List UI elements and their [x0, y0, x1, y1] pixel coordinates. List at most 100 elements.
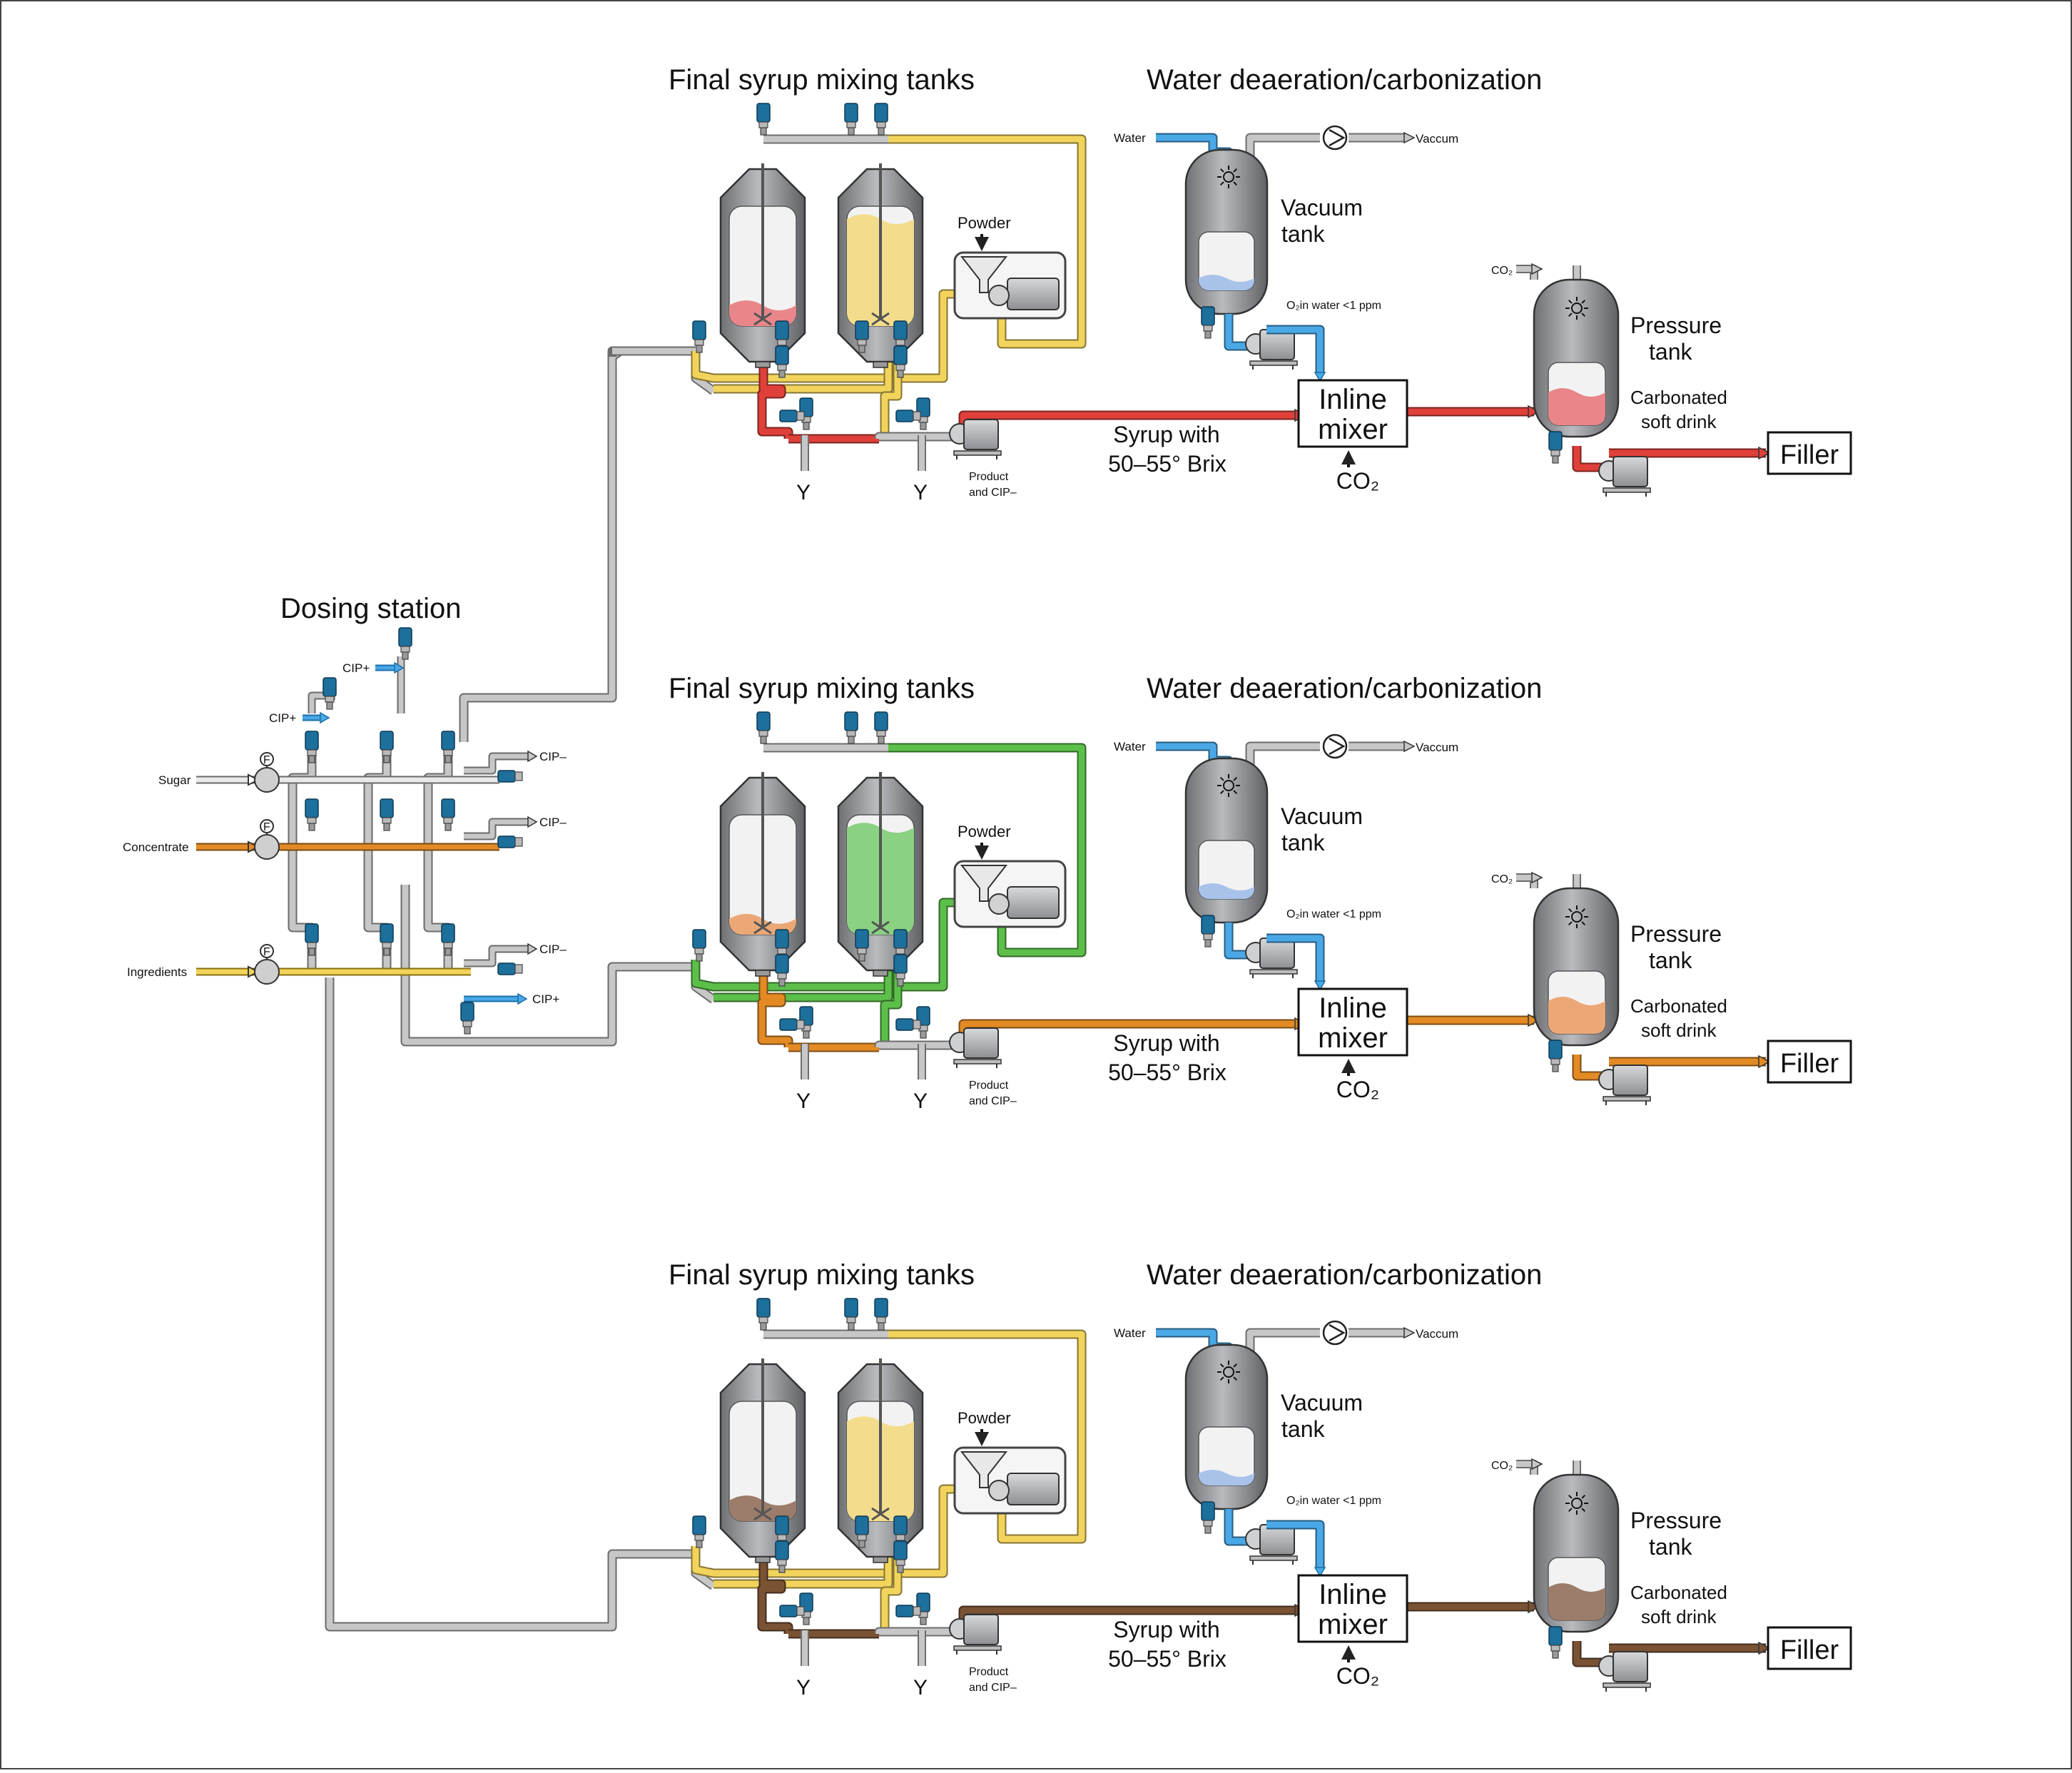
drain-symbol: Y — [796, 1676, 811, 1700]
carbonated-label: Carbonated — [1630, 387, 1727, 408]
syrup-label: 50–55° Brix — [1108, 451, 1227, 477]
water-pump — [1245, 1524, 1298, 1565]
valve-actuator — [497, 962, 523, 975]
syrup-label: 50–55° Brix — [1108, 1060, 1227, 1085]
flow-arrow — [1528, 1013, 1540, 1027]
carbonated-label: Carbonated — [1630, 1582, 1727, 1603]
concentrate-label: Concentrate — [123, 840, 189, 854]
powder-mixer — [953, 1446, 1067, 1515]
syrup-pipe-grey — [874, 1627, 956, 1637]
vaccum-label: Vaccum — [1416, 1327, 1458, 1341]
vacuum-pump-icon — [1322, 1320, 1348, 1346]
ingredients-label: Ingredients — [127, 965, 187, 979]
vacuum-tank-label: tank — [1281, 1416, 1325, 1442]
water-to-mixer-pipe — [1266, 933, 1325, 983]
carbonated-label: soft drink — [1641, 411, 1717, 432]
pressure-tank — [1533, 1473, 1620, 1633]
circuit-pipe — [691, 1484, 970, 1578]
syrup-pipe-grey — [874, 1040, 956, 1050]
pressure-tank-label: tank — [1649, 1534, 1692, 1560]
circuit-pipe — [767, 1329, 1087, 1544]
valve-actuator — [460, 1002, 474, 1035]
powder-label: Powder — [958, 1409, 1011, 1427]
drink-pipe — [1572, 1055, 1609, 1081]
valve-actuator — [398, 627, 412, 660]
valve-actuator — [497, 770, 523, 783]
flow-arrow — [1403, 740, 1416, 753]
circuit-pipe — [767, 743, 1087, 957]
flowmeters: F F F — [254, 752, 280, 985]
flowmeter-sugar: F — [254, 752, 280, 793]
product-pump — [949, 1614, 1002, 1655]
mixing-tank — [719, 772, 806, 977]
syrup-pipe-grey — [874, 432, 956, 442]
powder-label: Powder — [958, 823, 1011, 840]
drink-pipe — [1572, 446, 1609, 472]
flow-arrow — [1314, 980, 1326, 991]
product-cip-label: and CIP– — [969, 1095, 1017, 1107]
powder-label: Powder — [958, 214, 1011, 232]
inline-mixer-label: mixer — [1318, 414, 1388, 445]
water-label: Water — [1114, 131, 1146, 145]
spray-nozzle-icon — [1217, 774, 1240, 797]
filler-label: Filler — [1780, 440, 1839, 470]
vacuum-tank-label: tank — [1281, 830, 1325, 855]
powder-mixer — [953, 860, 1067, 928]
flowmeter-letter: F — [263, 946, 270, 958]
dosing-headers — [196, 776, 499, 976]
pressure-tank-label: Pressure — [1630, 1508, 1722, 1533]
vacuum-tank-label: tank — [1281, 221, 1325, 247]
inline-mixer-label: Inline — [1319, 1579, 1387, 1610]
drink-pump — [1598, 1065, 1651, 1105]
co2-label: CO₂ — [1336, 468, 1379, 494]
water-label: Water — [1114, 1326, 1146, 1340]
valve-actuator — [1201, 915, 1215, 948]
deaeration-section-title: Water deaeration/carbonization — [1147, 64, 1542, 96]
water-pump — [1245, 329, 1298, 370]
syrup-label: Syrup with — [1113, 1617, 1219, 1642]
valve-actuator — [893, 345, 908, 378]
flow-arrow — [1531, 1458, 1543, 1470]
inline-mixer-box — [1297, 1574, 1408, 1643]
dosing-station: Dosing station — [123, 346, 696, 1632]
flow-arrow — [1758, 1055, 1771, 1069]
flow-arrow — [1403, 1326, 1416, 1339]
valve-actuator — [855, 1515, 869, 1548]
inline-mixer-box — [1297, 987, 1408, 1057]
oxygen-note: O₂in water <1 ppm — [1286, 1495, 1381, 1507]
co2-small-label: CO₂ — [1491, 1460, 1513, 1472]
valve-actuator — [779, 1018, 805, 1031]
mixing-tank — [719, 1358, 806, 1563]
valve-actuator — [779, 1605, 805, 1617]
product-label: Product — [969, 1666, 1009, 1678]
product-label: Product — [969, 1079, 1009, 1092]
inline-mixer-label: mixer — [1318, 1022, 1388, 1054]
product-label: Product — [969, 471, 1009, 483]
spray-nozzle-icon — [1565, 297, 1588, 320]
valve-actuator — [692, 929, 706, 962]
vacuum-tank — [1184, 757, 1269, 924]
valve-actuator — [855, 320, 869, 353]
flow-arrow — [1528, 405, 1540, 419]
dosing-cip-arrows — [303, 661, 538, 1005]
valve-actuator — [775, 345, 789, 378]
spray-nozzle-icon — [1217, 166, 1240, 188]
valve-actuator — [1548, 1040, 1563, 1072]
filler-box — [1767, 1040, 1852, 1084]
valve-actuator — [775, 954, 789, 987]
flow-arrow — [1531, 871, 1543, 884]
vacuum-tank — [1184, 148, 1269, 315]
cip-plus-label: CIP+ — [342, 661, 370, 675]
cip-minus-label: CIP– — [539, 750, 567, 763]
water-pump — [1245, 938, 1298, 978]
vaccum-label: Vaccum — [1416, 132, 1458, 146]
flowmeter-ingredients: F — [254, 944, 280, 985]
valve-actuator — [323, 677, 337, 710]
mixing-tank — [719, 163, 806, 368]
water-label: Water — [1114, 740, 1146, 753]
valve-actuator — [874, 1298, 888, 1331]
flowmeter-letter: F — [263, 821, 270, 833]
